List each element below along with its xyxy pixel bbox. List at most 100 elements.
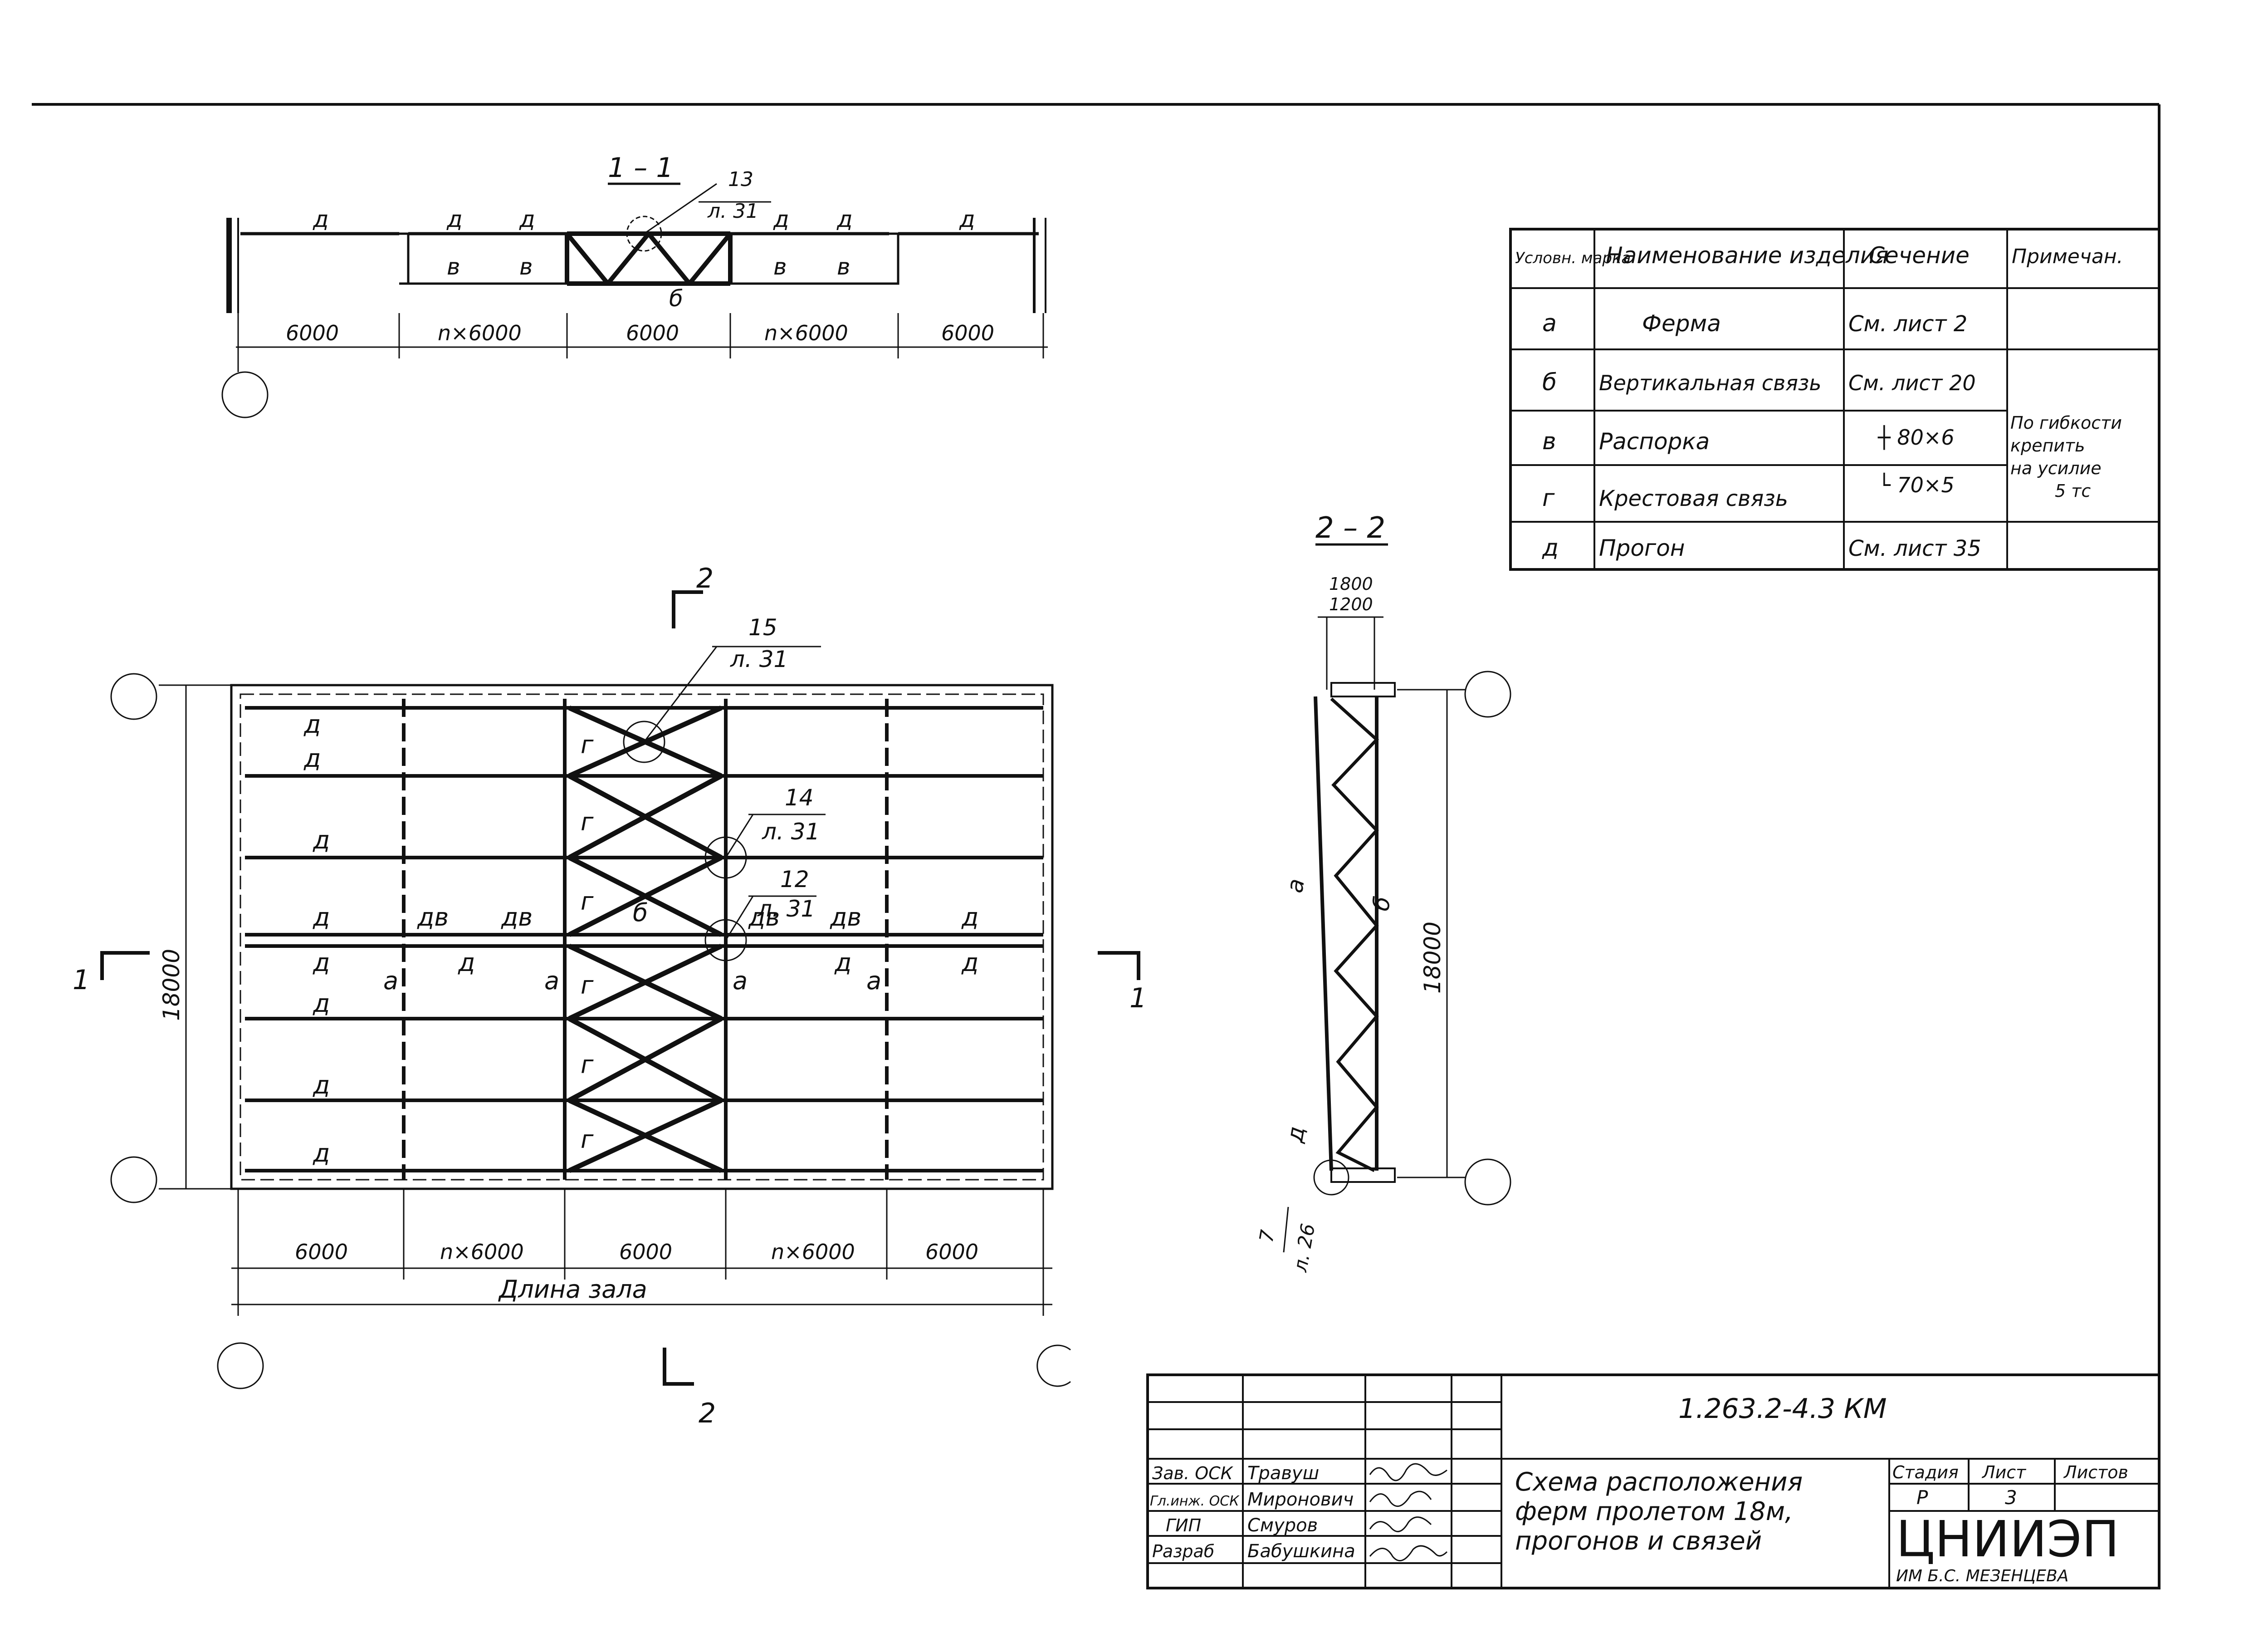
label-dv: дв — [417, 903, 449, 932]
axis-bubble — [1036, 1344, 1071, 1387]
dim-text: n×6000 — [440, 1240, 524, 1264]
stamp-role: Гл.инж. ОСК — [1150, 1493, 1240, 1509]
label-a: а — [866, 966, 881, 995]
dim-text: 6000 — [925, 1240, 978, 1264]
legend-section: См. лист 35 — [1848, 536, 1981, 561]
stage-header: Стадия — [1892, 1462, 1959, 1482]
section-1-1: 1 – 1 13 л. 31 — [221, 152, 1048, 418]
dim-text: 6000 — [619, 1240, 672, 1264]
dim-text: 6000 — [941, 321, 994, 345]
axis-bubble — [1464, 1158, 1511, 1206]
label-g: г — [581, 808, 594, 836]
callout-sheet: л. 31 — [757, 896, 815, 922]
label-d: д — [1281, 1124, 1310, 1145]
stamp-name: Миронович — [1247, 1489, 1354, 1510]
doc-code: 1.263.2-4.3 КМ — [1678, 1393, 1887, 1425]
dim-top: 1200 — [1329, 594, 1373, 614]
axis-bubble — [1464, 671, 1511, 718]
label-dv: дв — [748, 903, 780, 932]
legend-table: Условн. марка Наименование изделия Сечен… — [1509, 228, 2160, 571]
label-v: в — [519, 254, 533, 280]
label-d: д — [959, 206, 975, 232]
stamp-role: Зав. ОСК — [1152, 1463, 1234, 1483]
label-d: д — [313, 989, 330, 1018]
sheets-header: Листов — [2063, 1462, 2128, 1482]
label-a: а — [733, 966, 748, 995]
sheet-title: ферм пролетом 18м, — [1515, 1497, 1793, 1526]
legend-header: Наименование изделия — [1606, 242, 1888, 269]
label-dv: дв — [501, 903, 533, 932]
label-a: а — [1281, 877, 1310, 895]
section-2-2: 2 – 2 1800 1200 18000 а б д 7 л. 26 — [1255, 511, 1511, 1274]
label-d: д — [313, 826, 330, 854]
legend-section: ┼ 80×6 — [1877, 425, 1955, 450]
axis-bubble — [217, 1342, 264, 1389]
span-dim: 18000 — [1419, 922, 1446, 994]
label-d: д — [313, 1139, 330, 1167]
legend-name: Вертикальная связь — [1599, 371, 1821, 395]
node-7-sheet: л. 26 — [1289, 1222, 1319, 1274]
title-block: 1.263.2-4.3 КМ Зав. ОСК Травуш Гл.инж. О… — [1146, 1373, 2160, 1589]
node-13-sheet: л. 31 — [707, 200, 758, 223]
label-d: д — [836, 206, 853, 232]
org-name: ЦНИИЭП — [1896, 1510, 2119, 1568]
legend-header: Сечение — [1869, 242, 1970, 269]
span-dim: 18000 — [158, 949, 185, 1021]
label-a: а — [544, 966, 559, 995]
axis-bubble — [221, 371, 269, 418]
label-g: г — [581, 1125, 594, 1154]
label-d: д — [313, 206, 329, 232]
legend-section: └ 70×5 — [1878, 472, 1955, 497]
label-d: д — [303, 744, 321, 773]
label-d: д — [303, 710, 321, 739]
label-d: д — [446, 206, 463, 232]
label-d: д — [519, 206, 535, 232]
section-2-2-title: 2 – 2 — [1315, 511, 1385, 545]
axis-bubble — [110, 1156, 157, 1203]
section-1-1-title: 1 – 1 — [608, 152, 674, 184]
cut-2-label: 2 — [696, 563, 714, 594]
callout-number: 12 — [780, 866, 809, 893]
stamp-role: Разраб — [1152, 1541, 1214, 1561]
label-d: д — [834, 948, 851, 977]
stamp-name: Смуров — [1247, 1515, 1318, 1536]
callout-sheet: л. 31 — [730, 646, 788, 672]
sheet-value: 3 — [2005, 1486, 2017, 1509]
label-b: б — [1368, 895, 1396, 913]
label-g: г — [581, 971, 594, 1000]
label-dv: дв — [830, 903, 861, 932]
legend-name: Ферма — [1642, 310, 1721, 337]
legend-mark: д — [1542, 535, 1559, 562]
stamp-role: ГИП — [1166, 1515, 1201, 1535]
dim-text: n×6000 — [764, 321, 848, 345]
cut-1-label: 1 — [73, 964, 90, 996]
label-g: г — [581, 731, 594, 759]
legend-mark: б — [1542, 369, 1557, 396]
legend-section: См. лист 2 — [1848, 311, 1967, 337]
label-a: а — [383, 966, 398, 995]
sheet-title: прогонов и связей — [1515, 1526, 1762, 1556]
callout-sheet: л. 31 — [762, 819, 820, 845]
label-v: в — [837, 254, 850, 280]
legend-section: См. лист 20 — [1848, 371, 1976, 395]
legend-header: Примечан. — [2012, 245, 2123, 268]
label-g: г — [581, 887, 594, 916]
legend-mark: г — [1542, 485, 1555, 512]
legend-mark: а — [1542, 310, 1557, 337]
label-d: д — [313, 1071, 330, 1099]
dim-text: n×6000 — [771, 1240, 855, 1264]
label-b: б — [669, 285, 683, 312]
node-13-number: 13 — [728, 168, 753, 191]
node-7-number: 7 — [1255, 1228, 1279, 1244]
cut-2-label: 2 — [699, 1398, 716, 1429]
roof-plan: 15 л. 31 14 л. 31 12 л. 31 д д д д д д д… — [73, 563, 1147, 1429]
dim-text: 6000 — [626, 321, 679, 345]
label-d: д — [961, 903, 978, 932]
callout-number: 15 — [748, 614, 777, 641]
sheet-frame — [32, 103, 2160, 1589]
legend-note: на усилие — [2010, 458, 2102, 478]
label-d: д — [961, 948, 978, 977]
label-g: г — [581, 1050, 594, 1079]
callout-number: 14 — [785, 785, 814, 811]
